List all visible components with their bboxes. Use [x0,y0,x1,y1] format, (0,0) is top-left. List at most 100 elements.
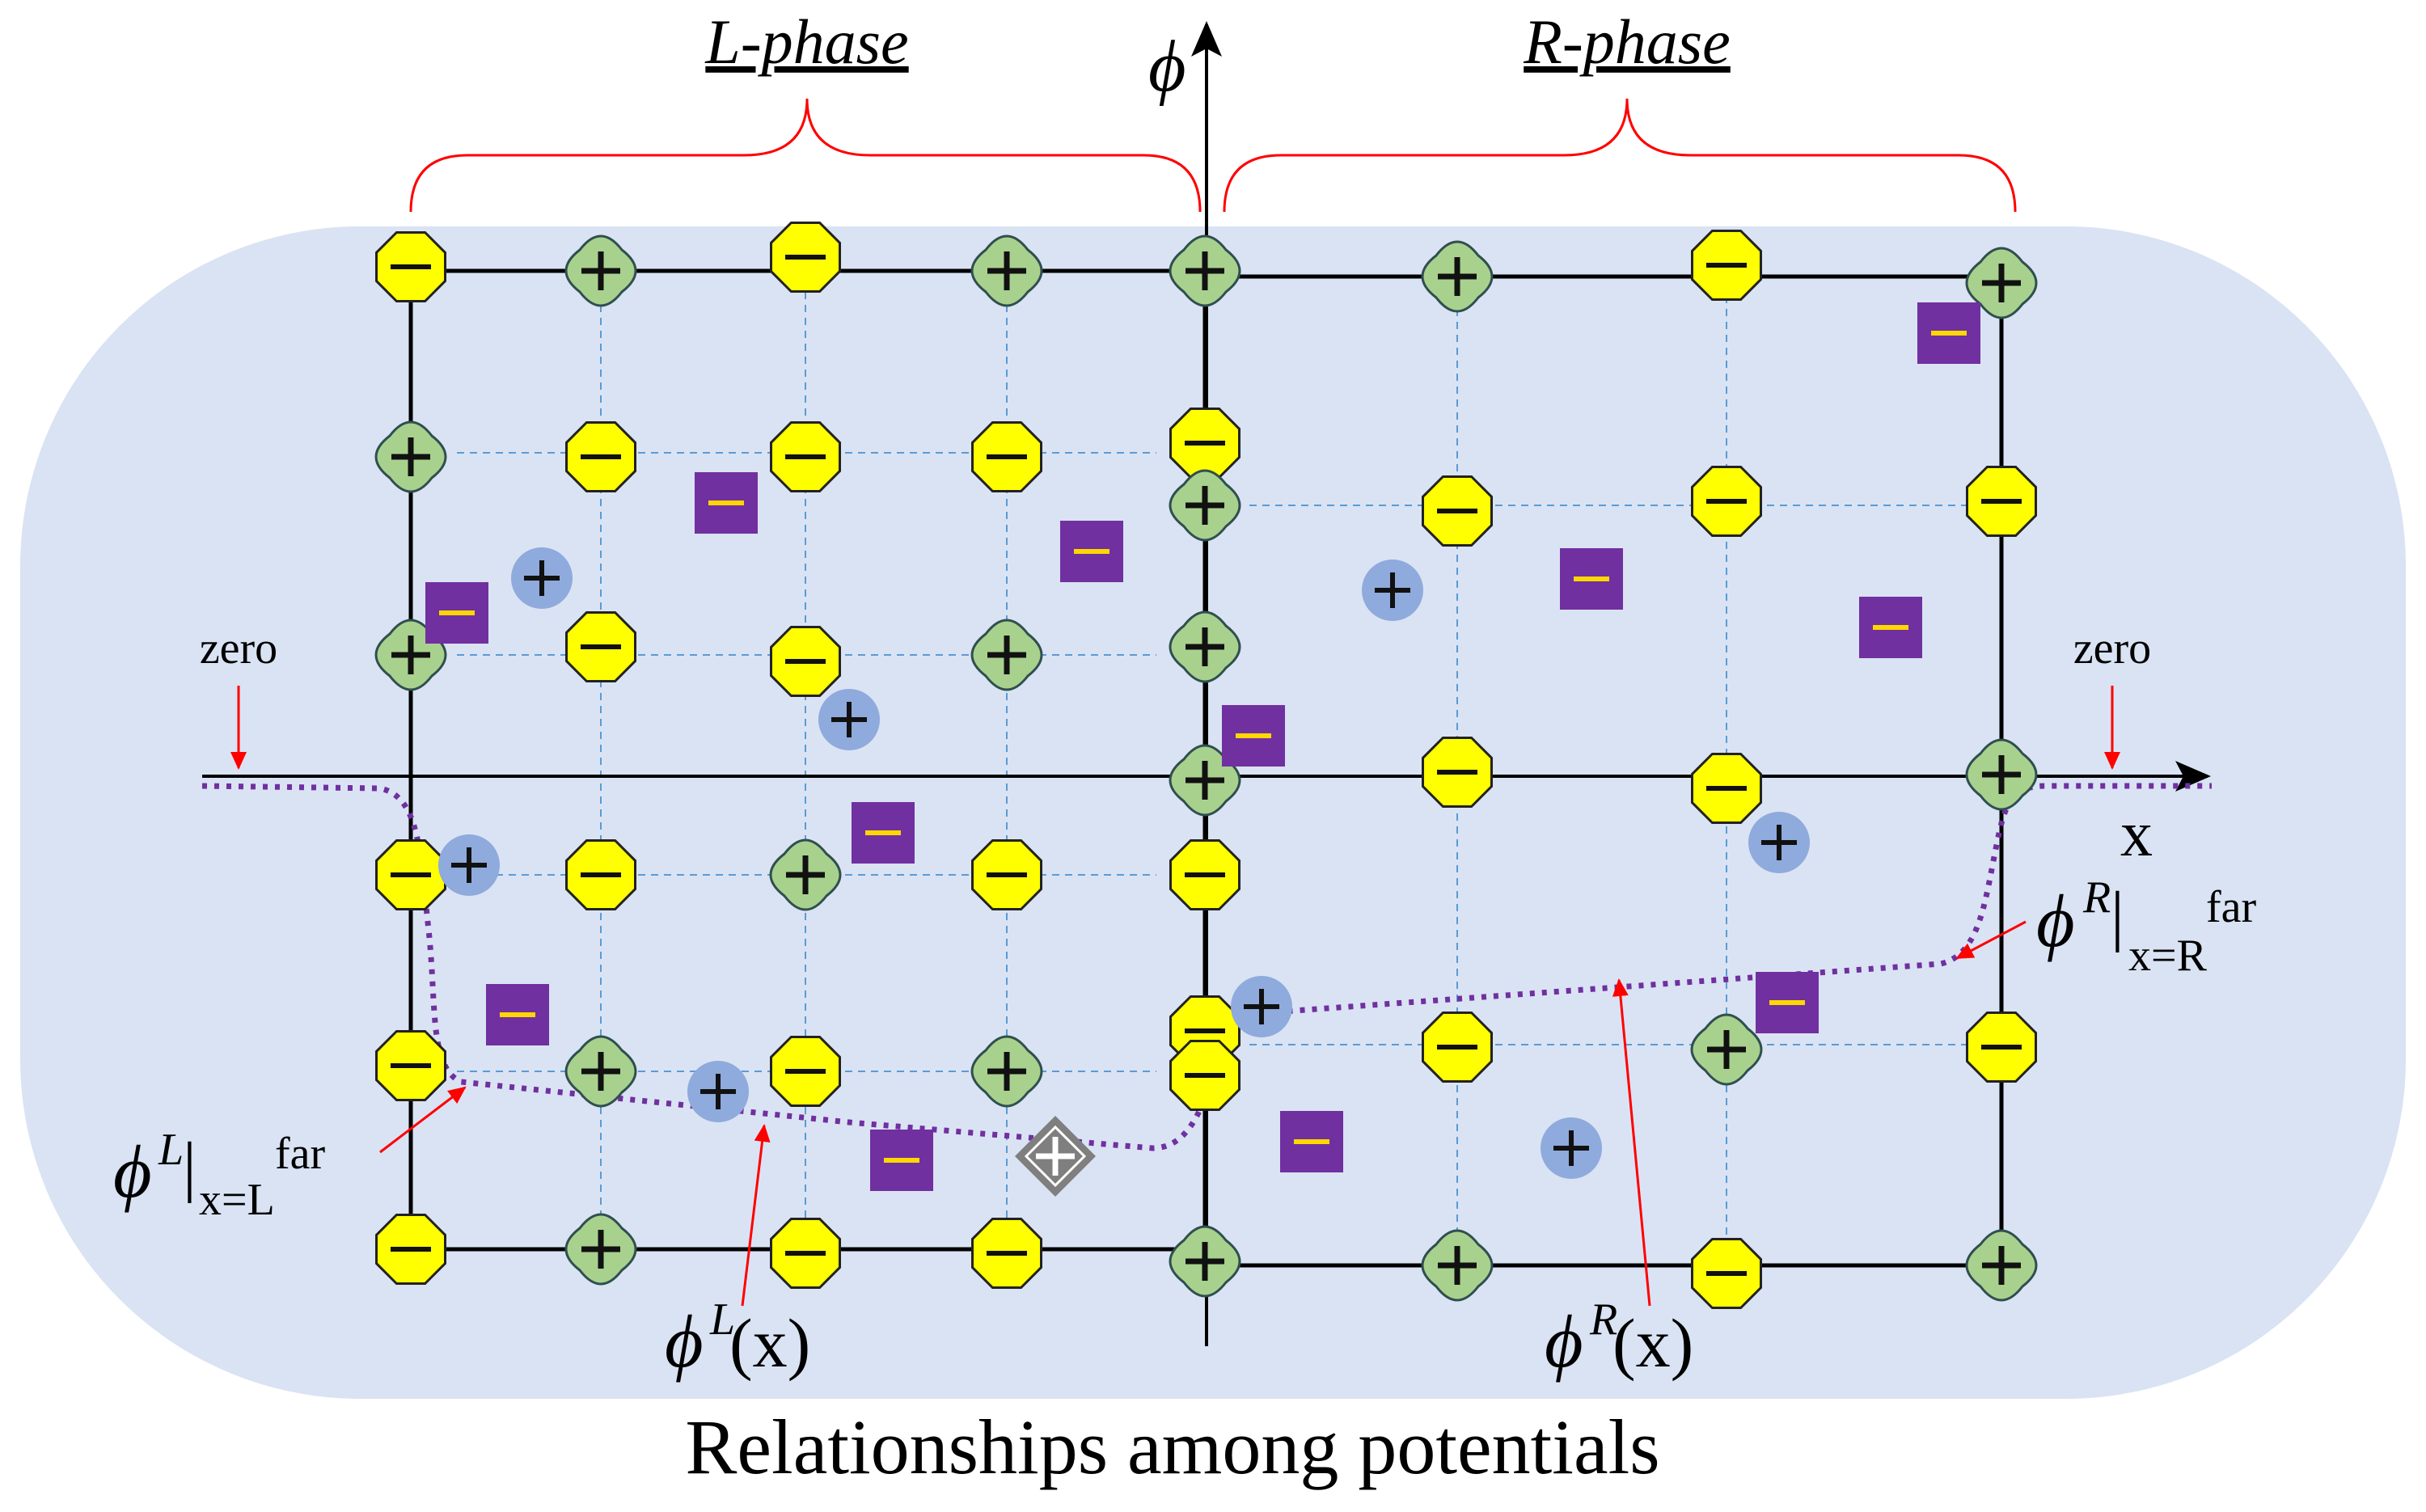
phi-R-far-label: ϕ R | x=R far [2036,872,2257,981]
cation-site-icon [1421,240,1494,313]
cation-site-icon [1965,1229,2038,1302]
anion-site-icon [1691,466,1762,537]
anion-site-icon [1169,408,1240,479]
cation-site-icon [1169,610,1241,683]
anion-site-icon [770,222,841,293]
phi-L-far-label: ϕ L | x=L far [113,1125,326,1225]
svg-text:(x): (x) [729,1304,810,1382]
svg-text:R: R [1589,1294,1617,1345]
vacancy-icon [1015,1116,1096,1197]
cation-site-icon [564,234,637,307]
anion-site-icon [770,626,841,697]
mobile-cation-icon [687,1061,749,1122]
svg-text:far: far [2206,882,2257,932]
anion-site-icon [971,1218,1042,1289]
anion-site-icon [1966,1012,2037,1083]
cation-site-icon [1690,1013,1763,1086]
cation-site-icon [564,1213,637,1286]
mobile-anion-icon [425,582,488,644]
mobile-cation-icon [438,834,500,896]
cation-site-icon [564,1035,637,1108]
mobile-cation-icon [511,547,573,609]
mobile-anion-icon [1060,521,1123,582]
mobile-anion-icon [695,472,758,534]
mobile-anion-icon [1756,972,1819,1033]
svg-text:x=L: x=L [199,1175,275,1225]
anion-site-icon [770,1218,841,1289]
anion-site-icon [770,421,841,492]
svg-text:ϕ: ϕ [2036,880,2075,962]
anion-site-icon [1422,1012,1493,1083]
mobile-cation-icon [1231,976,1292,1037]
svg-text:|: | [183,1129,197,1204]
mobile-cation-icon [1541,1117,1602,1179]
anion-site-icon [1169,1040,1240,1111]
left-phase-label: L-phase [704,6,908,77]
anion-site-icon [375,1214,446,1285]
anion-site-icon [971,421,1042,492]
right-phase-brace [1223,98,2017,213]
svg-text:L: L [709,1294,735,1345]
right-phase-label: R-phase [1523,6,1731,77]
svg-text:x=R: x=R [2128,931,2208,981]
phi-L-x-arrow [741,1124,771,1307]
anion-site-icon [1691,1238,1762,1309]
svg-text:L: L [158,1125,184,1175]
svg-text:(x): (x) [1612,1304,1693,1382]
mobile-anion-icon [870,1130,933,1191]
x-axis-label: x [2120,799,2153,870]
phi-axis-label: ϕ [1148,27,1186,107]
lattice-sites [374,222,2038,1309]
anion-site-icon [565,421,636,492]
anion-site-icon [1691,230,1762,301]
anion-site-icon [375,1030,446,1101]
cation-site-icon [1421,1229,1494,1302]
cation-site-icon [970,619,1043,691]
anion-site-icon [565,611,636,682]
cation-site-icon [1965,247,2038,319]
anion-site-icon [1691,753,1762,824]
cation-site-icon [1169,1225,1241,1298]
phi-L-x-label: ϕ L (x) [665,1294,810,1383]
mobile-cation-icon [818,689,880,750]
caption: Relationships among potentials [685,1404,1659,1490]
anion-site-icon [375,839,446,910]
phi-L-far-arrow [379,1086,467,1154]
cation-site-icon [1965,738,2038,811]
anion-site-icon [1422,737,1493,808]
svg-text:R: R [2082,872,2111,923]
cation-site-icon [1169,469,1241,542]
cation-site-icon [769,838,842,911]
phi-R-x-arrow [1612,978,1651,1307]
phi-R-x-label: ϕ R (x) [1545,1294,1693,1383]
svg-text:ϕ: ϕ [1545,1300,1583,1383]
svg-text:ϕ: ϕ [665,1300,704,1383]
anion-site-icon [565,839,636,910]
anion-site-icon [1966,466,2037,537]
mobile-anion-icon [852,802,915,864]
svg-text:ϕ: ϕ [113,1130,152,1213]
cation-site-icon [1169,234,1241,307]
mobile-anion-icon [486,984,549,1045]
left-phase-brace [409,98,1202,213]
anion-site-icon [375,231,446,302]
mobile-anion-icon [1859,597,1922,658]
svg-text:|: | [2111,878,2124,953]
anion-site-icon [1169,839,1240,910]
mobile-anion-icon [1560,548,1623,610]
anion-site-icon [1422,475,1493,547]
svg-text:far: far [275,1129,326,1179]
cation-site-icon [970,234,1043,307]
cation-site-icon [970,1035,1043,1108]
mobile-anion-icon [1917,302,1980,364]
cation-site-icon [374,420,447,493]
anion-site-icon [971,839,1042,910]
mobile-anion-icon [1280,1111,1343,1172]
mobile-cation-icon [1362,560,1423,621]
anion-site-icon [770,1036,841,1107]
phi-R-far-arrow [1955,920,2027,960]
zero-right-label: zero [2073,623,2151,674]
mobile-anion-icon [1222,705,1285,767]
